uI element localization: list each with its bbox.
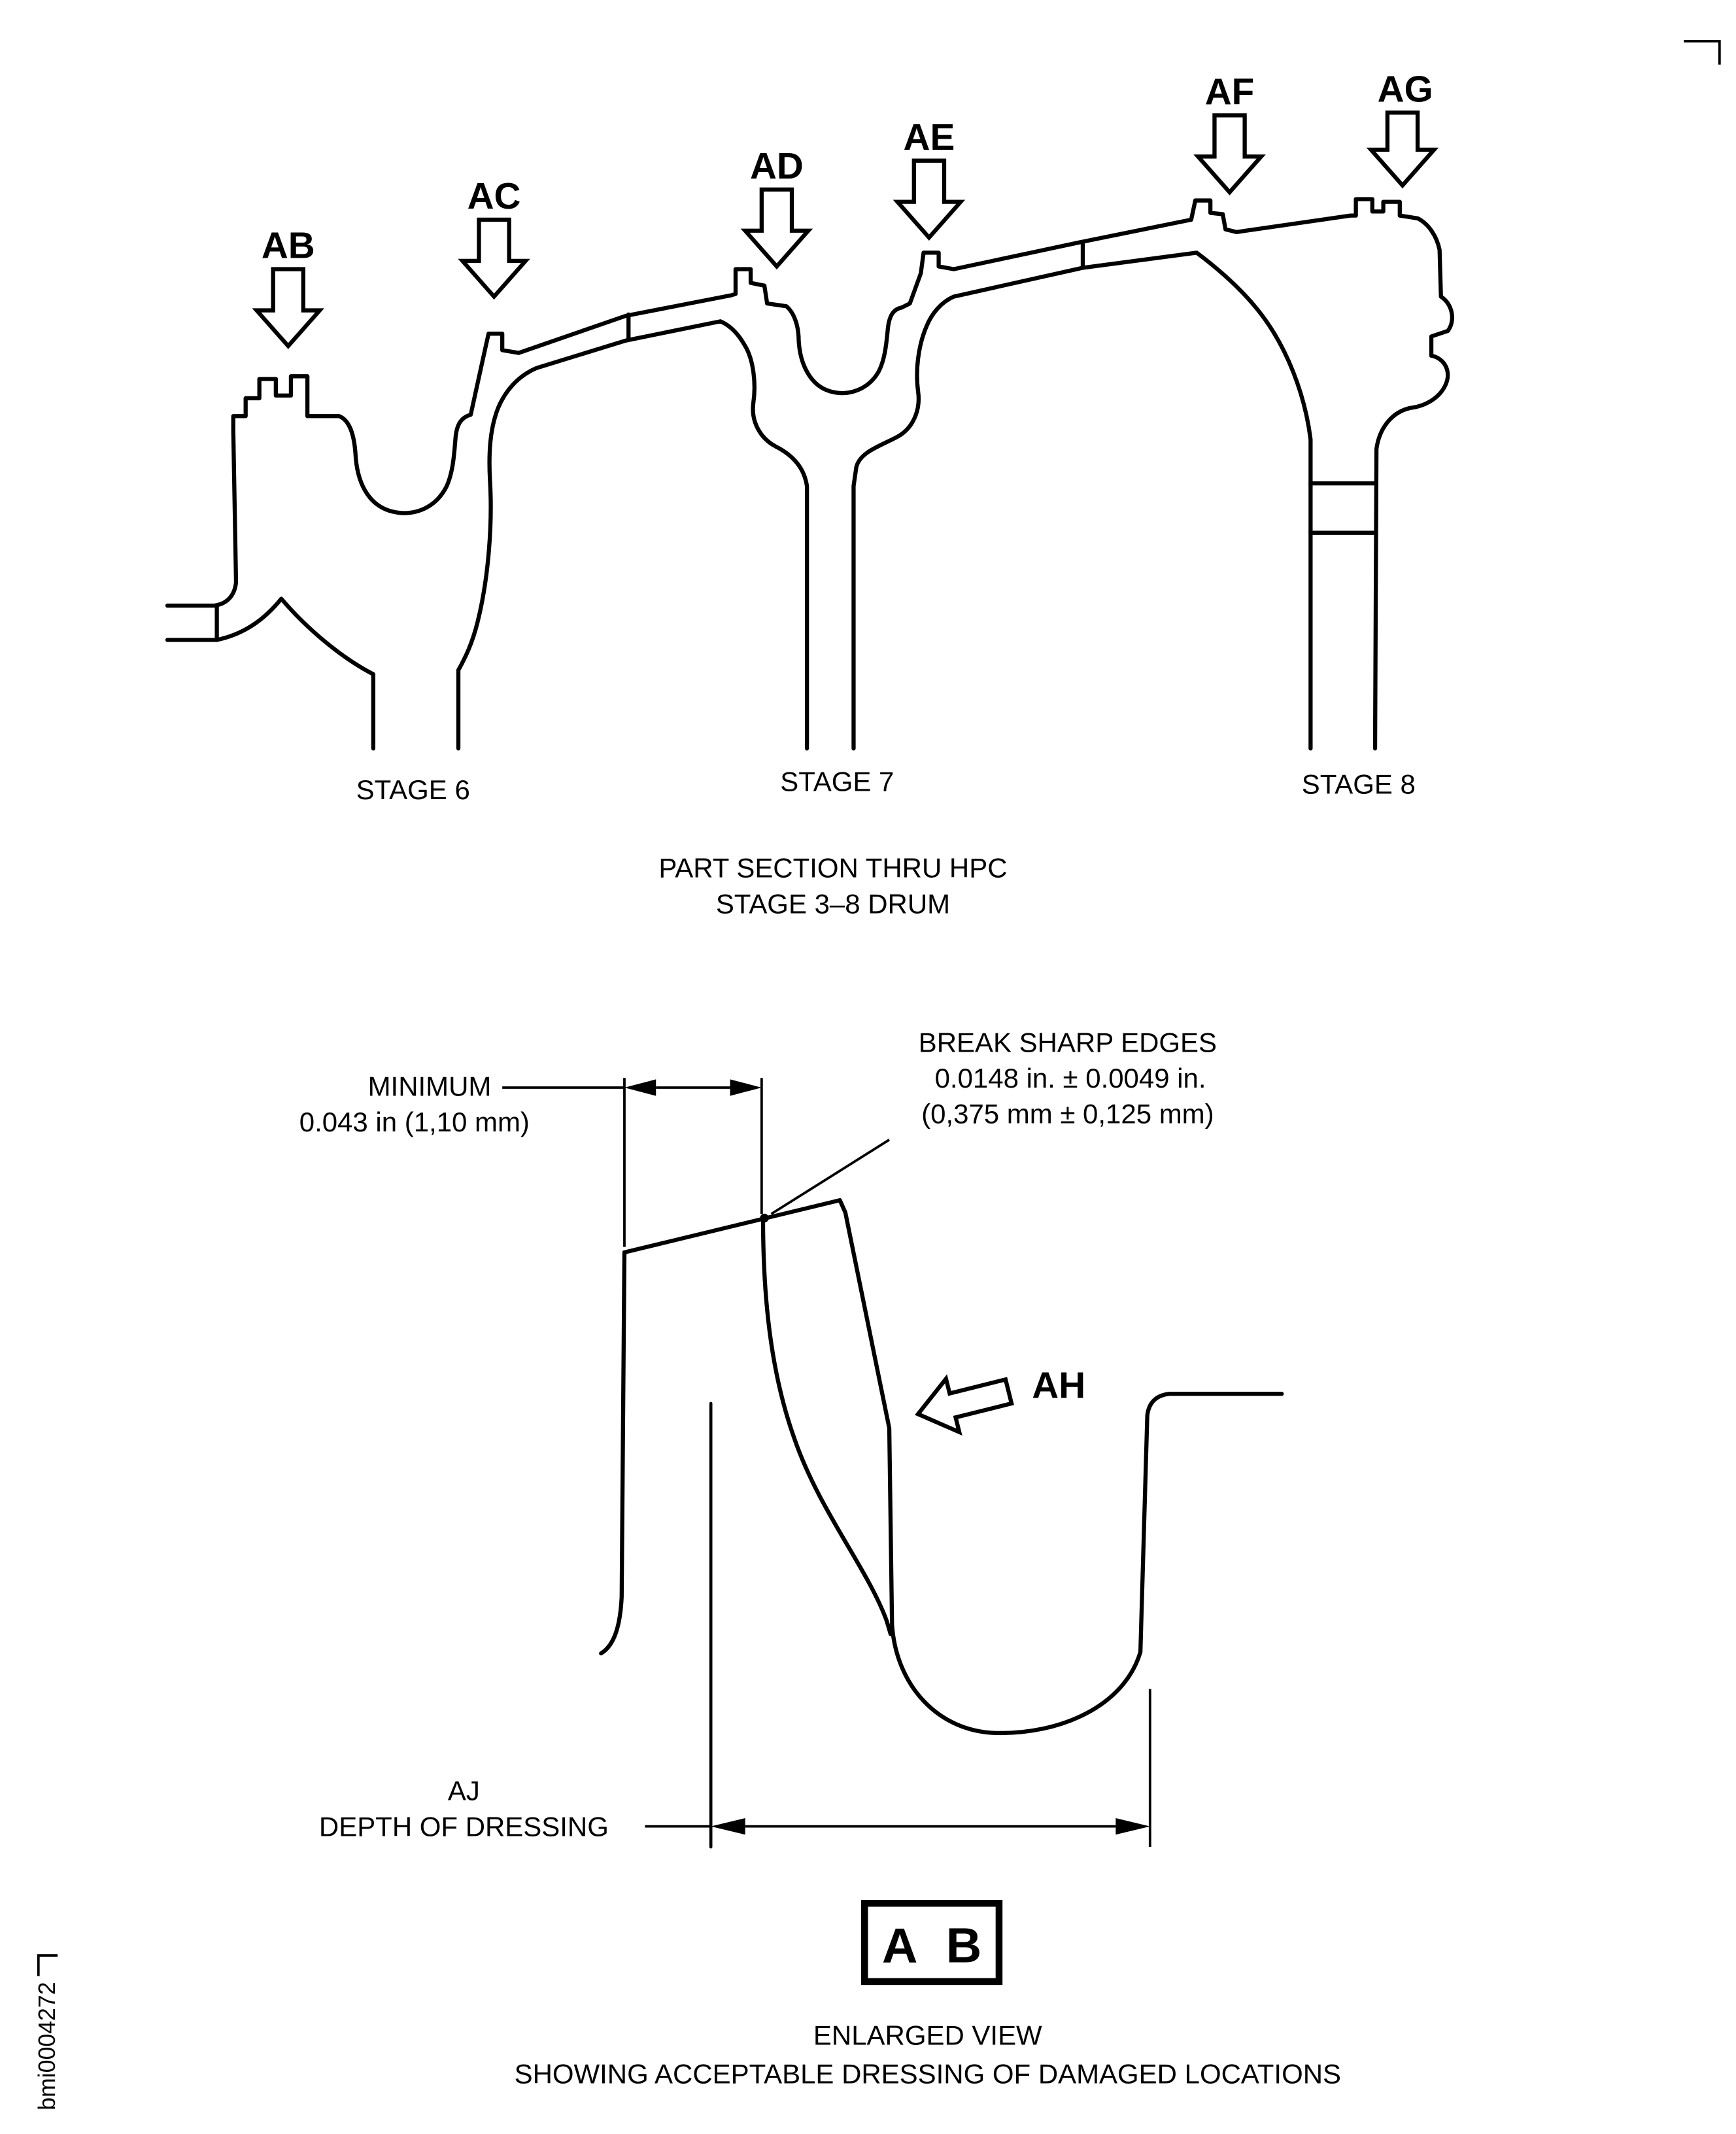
- ag-arrow-icon: [1366, 111, 1439, 189]
- ad-arrow-icon: [740, 187, 813, 270]
- location-label-ae: AE: [904, 117, 955, 158]
- corner-mark-bottom-left: [37, 1954, 58, 1976]
- break-edge-point: [760, 1213, 769, 1223]
- ac-arrow-icon: [458, 217, 530, 300]
- corner-mark-top-right: [1684, 40, 1721, 65]
- depth-arrowhead-right: [1115, 1818, 1150, 1835]
- af-arrow-icon: [1193, 113, 1266, 196]
- stage-8-label: STAGE 8: [1302, 769, 1416, 800]
- figure-code: bmi0004272: [34, 1982, 60, 2110]
- break-edges-line3: (0,375 mm ± 0,125 mm): [921, 1099, 1214, 1129]
- drum-inner-profile-left: [165, 596, 376, 751]
- depth-label-aj: AJ: [448, 1776, 480, 1806]
- enlarged-caption-line1: ENLARGED VIEW: [813, 2020, 1042, 2051]
- drum-outer-profile: [165, 197, 1455, 751]
- detail-callout-box: [861, 1899, 1003, 1986]
- drum-inner-profile-right: [851, 250, 1313, 751]
- enlarged-profile: [599, 1198, 1284, 1736]
- minimum-label: MINIMUM: [368, 1071, 492, 1102]
- top-caption-line1: PART SECTION THRU HPC: [658, 853, 1007, 884]
- break-edges-leader-line: [770, 1139, 891, 1215]
- minimum-value: 0.043 in (1,10 mm): [299, 1107, 530, 1137]
- drum-inner-profile-middle: [456, 319, 809, 751]
- ah-arrow-icon: [914, 1374, 1014, 1436]
- break-edges-line2: 0.0148 in. ± 0.0049 in.: [935, 1063, 1206, 1093]
- location-label-ab: AB: [262, 226, 315, 267]
- top-caption-line2: STAGE 3–8 DRUM: [716, 888, 950, 919]
- stage-7-label: STAGE 7: [780, 766, 894, 797]
- break-edges-line1: BREAK SHARP EDGES: [919, 1027, 1217, 1058]
- depth-label-text: DEPTH OF DRESSING: [319, 1811, 609, 1842]
- dressing-scallop-curve: [760, 1214, 893, 1636]
- depth-arrowhead-left: [711, 1818, 745, 1835]
- detail-callout-label: A B: [882, 1919, 990, 1974]
- stage-6-label: STAGE 6: [356, 774, 470, 805]
- ab-arrow-icon: [252, 267, 325, 349]
- ae-arrow-icon: [893, 158, 966, 241]
- location-label-ah: AH: [1032, 1366, 1085, 1407]
- location-label-af: AF: [1205, 72, 1255, 113]
- location-label-ag: AG: [1378, 69, 1433, 110]
- enlarged-caption-line2: SHOWING ACCEPTABLE DRESSING OF DAMAGED L…: [515, 2058, 1341, 2089]
- minimum-arrowhead-left: [624, 1079, 656, 1096]
- location-label-ac: AC: [468, 176, 521, 217]
- minimum-arrowhead-right: [730, 1079, 762, 1096]
- location-label-ad: AD: [750, 146, 804, 187]
